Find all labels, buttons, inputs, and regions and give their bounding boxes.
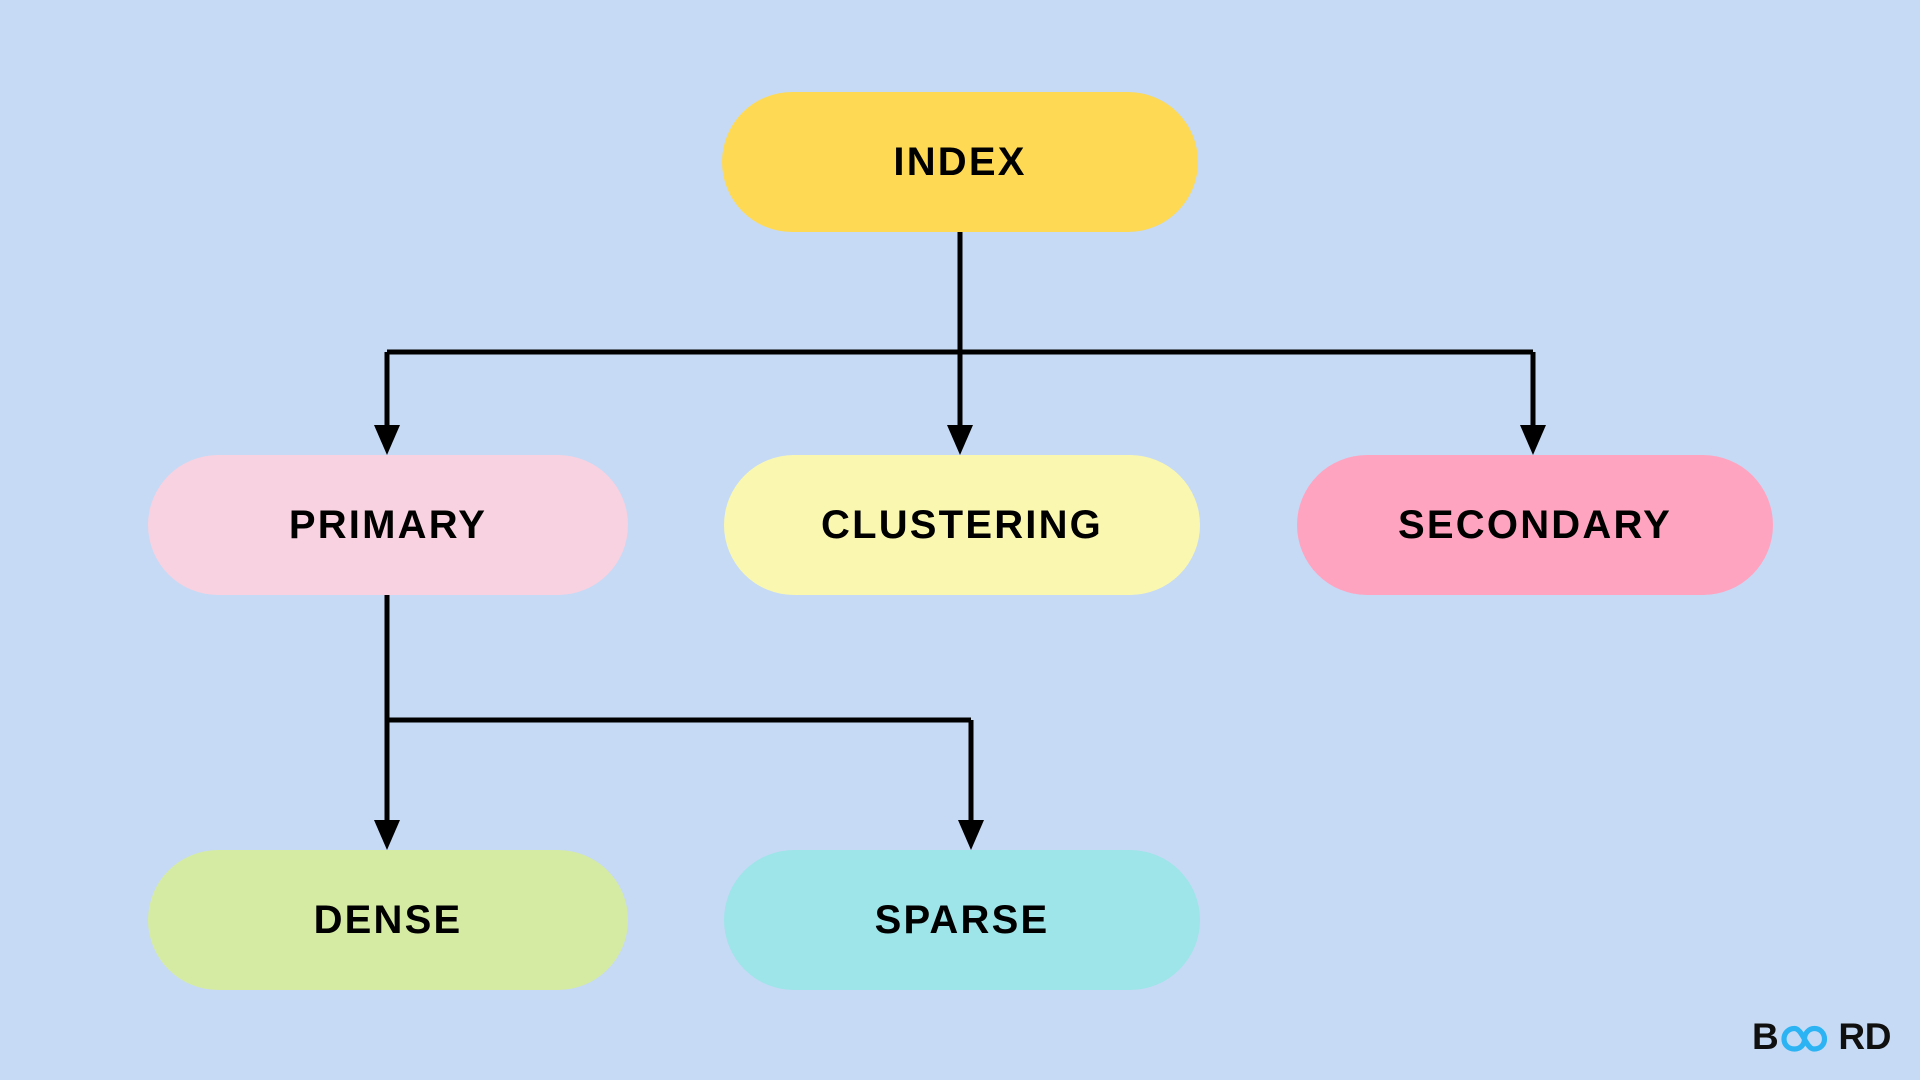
node-primary[interactable]: PRIMARY [148, 455, 628, 595]
node-dense-label: DENSE [313, 898, 463, 942]
board-logo: B RD [1752, 1012, 1891, 1060]
arrowhead-secondary [1520, 425, 1546, 455]
node-clustering[interactable]: CLUSTERING [724, 455, 1200, 595]
node-sparse[interactable]: SPARSE [724, 850, 1200, 990]
node-index-label: INDEX [893, 140, 1027, 184]
arrowhead-clustering [947, 425, 973, 455]
node-dense[interactable]: DENSE [148, 850, 628, 990]
node-secondary[interactable]: SECONDARY [1297, 455, 1773, 595]
node-clustering-label: CLUSTERING [821, 503, 1103, 547]
node-primary-label: PRIMARY [288, 503, 488, 547]
board-logo-text-left: B [1752, 1015, 1779, 1057]
arrowhead-primary [374, 425, 400, 455]
infinity-icon [1781, 1025, 1828, 1052]
node-index[interactable]: INDEX [722, 92, 1198, 232]
node-secondary-label: SECONDARY [1398, 503, 1672, 547]
board-logo-text-right: RD [1838, 1015, 1892, 1057]
node-sparse-label: SPARSE [874, 898, 1050, 942]
arrowhead-dense [374, 820, 400, 850]
arrowhead-sparse [958, 820, 984, 850]
